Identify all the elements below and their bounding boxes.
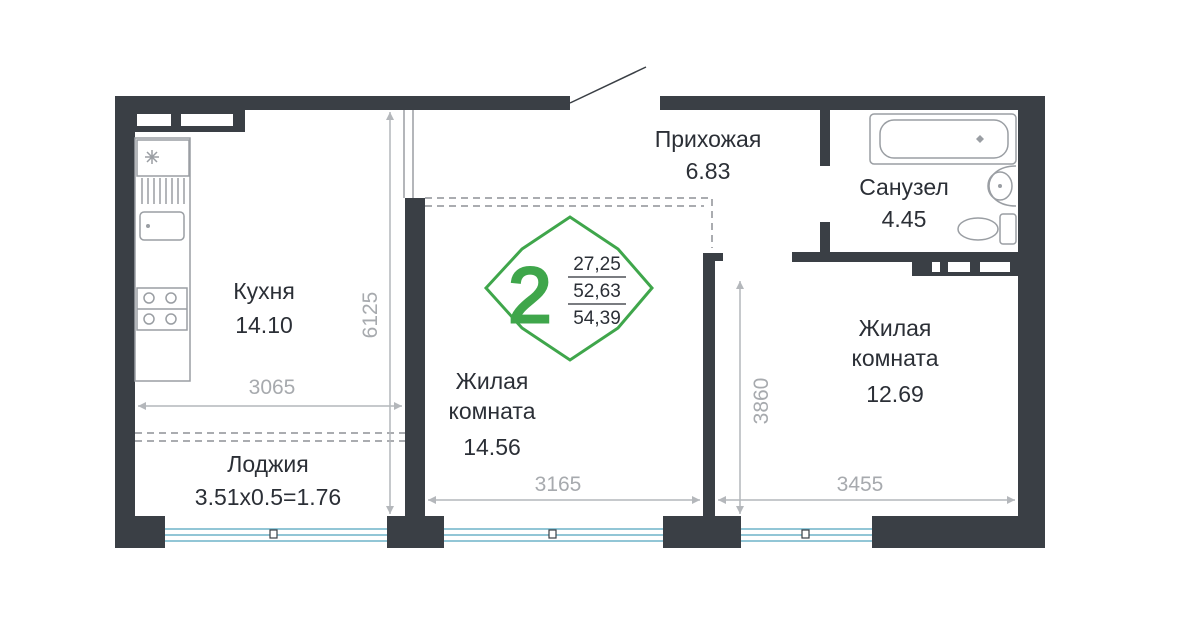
apartment-badge: 2 27,25 52,63 54,39 (483, 215, 654, 362)
window-living2 (741, 528, 872, 542)
total-area-value: 52,63 (573, 281, 621, 302)
toilet-icon (957, 213, 1017, 245)
bathtub-icon (869, 113, 1017, 165)
room-labels: Кухня 14.10 Прихожая 6.83 Санузел 4.45 Ж… (195, 126, 949, 510)
living1-name-line2: комната (449, 398, 536, 424)
living2-width-label: 3455 (837, 473, 884, 496)
living-area-value: 27,25 (573, 254, 621, 275)
kitchen-name: Кухня (233, 278, 295, 304)
badge-hexagon (483, 215, 654, 362)
bathroom-name: Санузел (859, 174, 949, 200)
area-with-loggia-value: 54,39 (573, 308, 621, 329)
walls (115, 96, 1045, 548)
living2-name-line1: Жилая (859, 315, 932, 341)
loggia-area: 3.51x0.5=1.76 (195, 484, 341, 510)
kitchen-counter (134, 137, 191, 382)
kitchen-sink-icon (139, 178, 185, 241)
dimension-labels: 3065 6125 3165 3455 3860 (249, 292, 884, 496)
rooms-count: 2 (508, 251, 551, 339)
dimension-lines (138, 112, 1015, 514)
window-living1 (444, 528, 663, 542)
hallway-name: Прихожая (655, 126, 762, 152)
windows (165, 528, 872, 542)
living2-area: 12.69 (866, 381, 924, 407)
living2-depth-label: 3860 (750, 378, 773, 425)
kitchen-depth-label: 6125 (359, 292, 382, 339)
sink-icon (987, 165, 1017, 207)
kitchen-area: 14.10 (235, 312, 293, 338)
window-kitchen (165, 528, 387, 542)
loggia-name: Лоджия (227, 451, 309, 477)
bathroom-area: 4.45 (882, 206, 927, 232)
living1-area: 14.56 (463, 434, 521, 460)
living1-name-line1: Жилая (456, 368, 529, 394)
kitchen-width-label: 3065 (249, 376, 296, 399)
openings (135, 110, 713, 442)
living2-name-line2: комната (852, 345, 939, 371)
living1-width-label: 3165 (535, 473, 582, 496)
fridge-star-icon (145, 150, 159, 164)
stove-icon (136, 287, 188, 331)
entrance-door[interactable] (569, 66, 647, 104)
hallway-area: 6.83 (686, 158, 731, 184)
